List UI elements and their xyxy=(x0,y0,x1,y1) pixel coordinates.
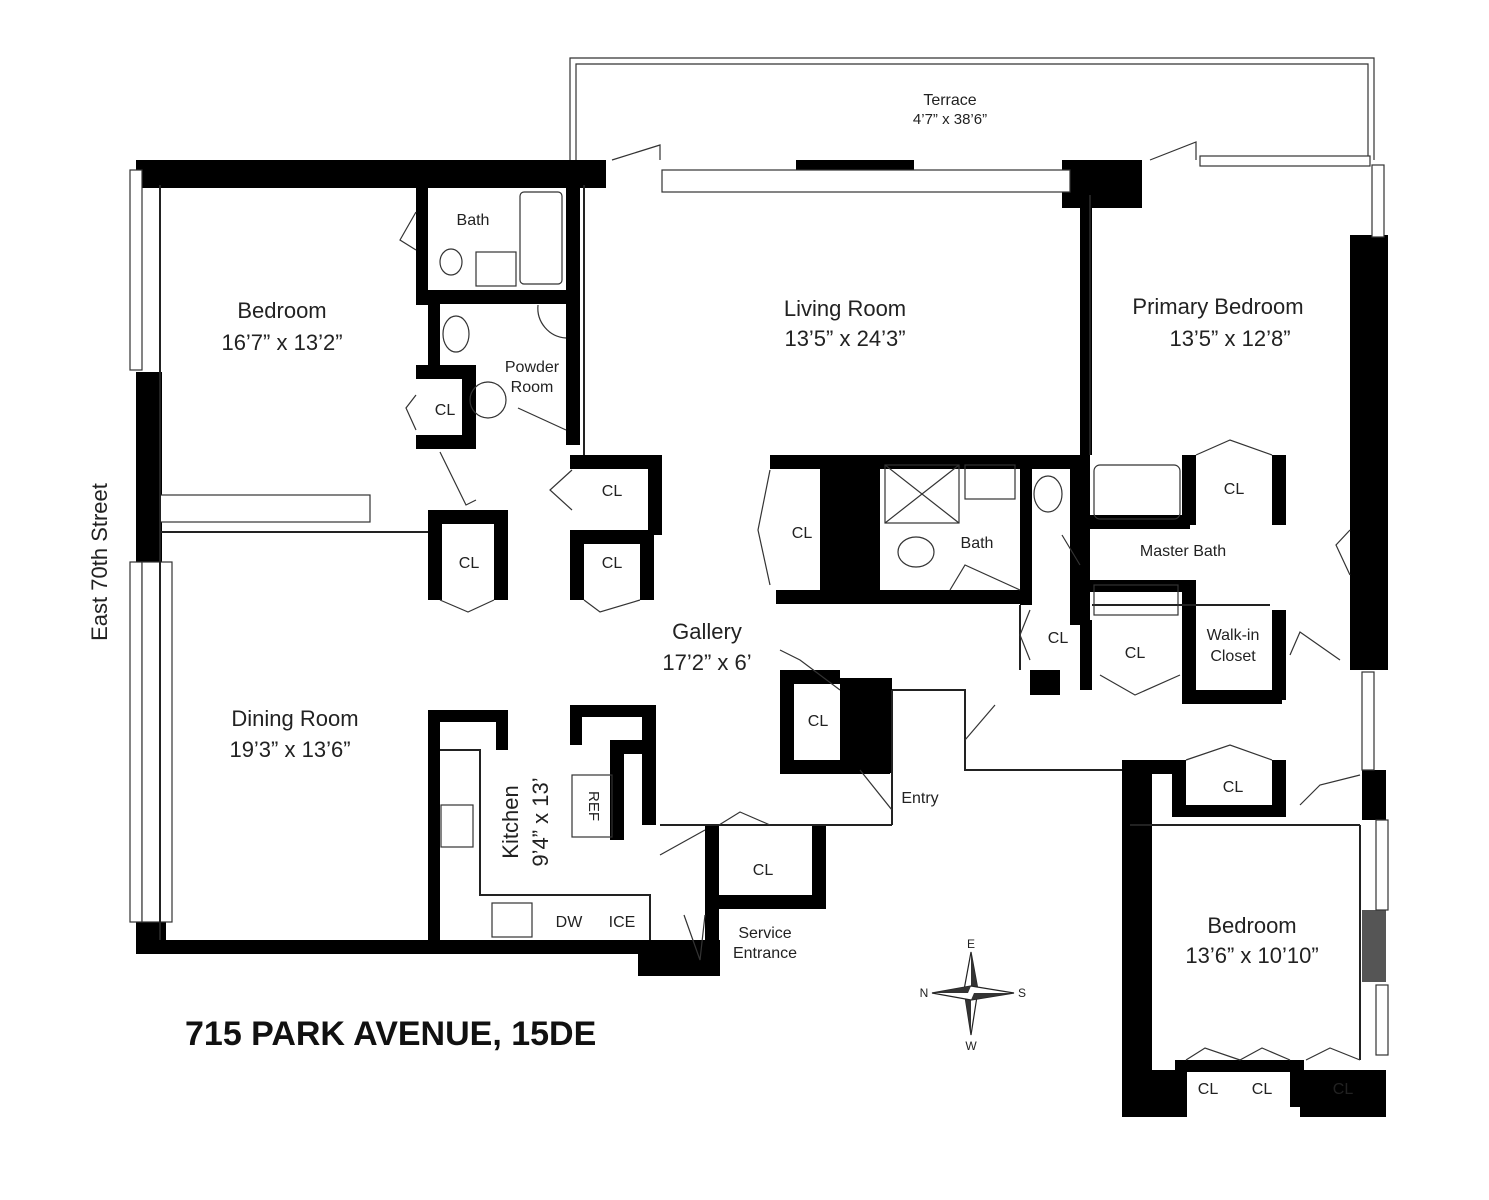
walk-in-closet-line1: Walk-in xyxy=(1207,627,1260,644)
closet-label: CL xyxy=(602,555,623,572)
bathtub-1 xyxy=(519,191,563,285)
compass-e: E xyxy=(967,937,975,951)
sink-3 xyxy=(964,464,1016,500)
closet-label: CL xyxy=(459,555,480,572)
compass-rose: E W N S xyxy=(920,937,1026,1053)
closet-label: CL xyxy=(753,862,774,879)
ref-label: REF xyxy=(585,791,602,821)
gallery-name: Gallery xyxy=(672,619,742,644)
bedroom-2-dims: 13’6” x 10’10” xyxy=(1185,943,1318,968)
cooktop xyxy=(440,804,474,848)
closet-label: CL xyxy=(1224,481,1245,498)
primary-bedroom-name: Primary Bedroom xyxy=(1132,294,1303,319)
dining-room-name: Dining Room xyxy=(231,706,358,731)
shower xyxy=(884,464,960,524)
closet-label: CL xyxy=(1252,1081,1273,1098)
street-label: East 70th Street xyxy=(87,483,112,641)
bath-1-name: Bath xyxy=(457,212,490,229)
closet-label: CL xyxy=(792,525,813,542)
terrace-outline xyxy=(569,57,1375,160)
toilet-3 xyxy=(897,536,935,568)
primary-bedroom-dims: 13’5” x 12’8” xyxy=(1169,326,1290,351)
interior-walls xyxy=(416,185,1304,1107)
bath-2-name: Bath xyxy=(961,535,994,552)
closet-label: CL xyxy=(602,483,623,500)
fixtures xyxy=(439,191,1181,938)
living-room-name: Living Room xyxy=(784,296,906,321)
dw-label: DW xyxy=(556,914,584,931)
appliance-labels: REF DW ICE xyxy=(556,791,636,931)
powder-room-line1: Powder xyxy=(505,359,560,376)
door-swings xyxy=(399,141,1361,1061)
compass-s: S xyxy=(1018,986,1026,1000)
master-bath-name: Master Bath xyxy=(1140,543,1226,560)
compass-n: N xyxy=(920,986,929,1000)
address-title: 715 PARK AVENUE, 15DE xyxy=(185,1015,596,1053)
compass-w: W xyxy=(965,1039,977,1053)
living-room-dims: 13’5” x 24’3” xyxy=(784,326,905,351)
windows xyxy=(129,155,1389,1056)
closet-label: CL xyxy=(1048,630,1069,647)
closet-label: CL xyxy=(1198,1081,1219,1098)
double-sink xyxy=(1093,584,1179,616)
closet-label: CL xyxy=(1333,1081,1354,1098)
powder-room-line2: Room xyxy=(511,379,554,396)
partition-lines xyxy=(159,185,1361,1060)
bedroom-2-name: Bedroom xyxy=(1207,913,1296,938)
service-entrance-line2: Entrance xyxy=(733,945,797,962)
closet-label: CL xyxy=(1223,779,1244,796)
kitchen-dims: 9’4” x 13’ xyxy=(528,777,553,866)
kitchen-name: Kitchen xyxy=(498,785,523,858)
toilet-1 xyxy=(439,248,463,276)
closet-label: CL xyxy=(435,402,456,419)
service-entrance-line1: Service xyxy=(738,925,791,942)
ice-label: ICE xyxy=(609,914,636,931)
bathtub-2 xyxy=(1093,464,1181,520)
refrigerator xyxy=(571,774,613,838)
entry-name: Entry xyxy=(901,790,938,807)
sink-2 xyxy=(469,381,507,419)
closet-label: CL xyxy=(1125,645,1146,662)
closet-labels: CL CL CL CL CL CL CL CL CL CL CL CL CL C… xyxy=(435,402,1354,1098)
sink-1 xyxy=(475,251,517,287)
bedroom-1-dims: 16’7” x 13’2” xyxy=(221,330,342,355)
walk-in-closet-line2: Closet xyxy=(1210,648,1256,665)
closet-label: CL xyxy=(808,713,829,730)
bedroom-1-name: Bedroom xyxy=(237,298,326,323)
gallery-dims: 17’2” x 6’ xyxy=(662,650,751,675)
terrace-dims: 4’7” x 38’6” xyxy=(913,111,987,128)
exterior-walls xyxy=(136,160,1388,1117)
toilet-2 xyxy=(442,315,470,353)
room-labels: Terrace 4’7” x 38’6” Bedroom 16’7” x 13’… xyxy=(221,92,1318,968)
terrace-name: Terrace xyxy=(923,92,976,109)
dining-room-dims: 19’3” x 13’6” xyxy=(229,737,350,762)
toilet-4 xyxy=(1033,475,1063,513)
kitchen-sink xyxy=(491,902,533,938)
